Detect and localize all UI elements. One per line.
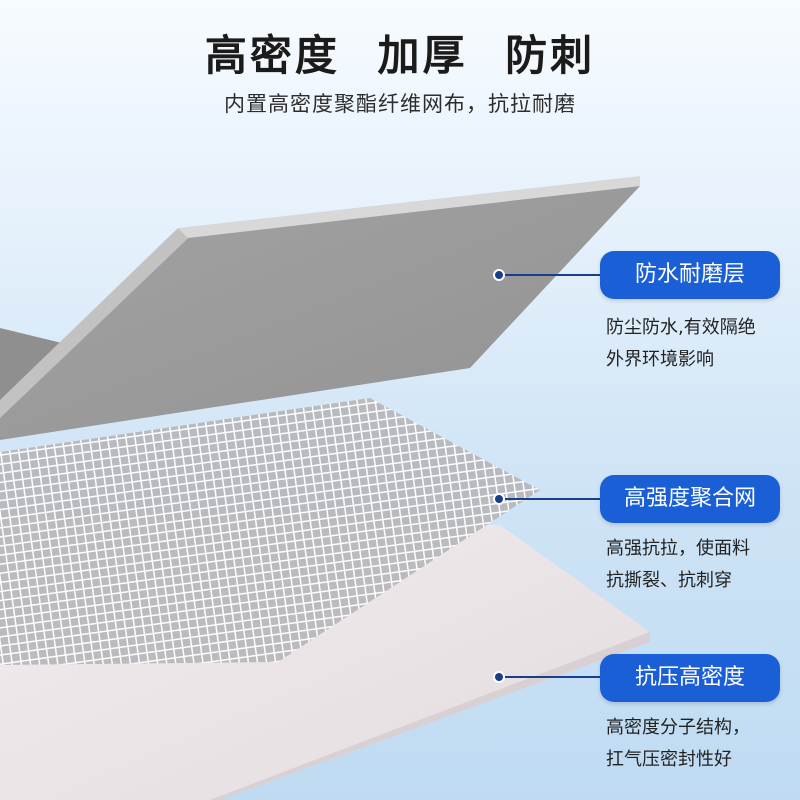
connector-dot-1 bbox=[493, 269, 505, 281]
desc-line: 外界环境影响 bbox=[606, 349, 714, 370]
headline: 高密度 加厚 防刺 bbox=[204, 31, 596, 80]
connector-line-1 bbox=[498, 274, 602, 276]
layer-label-mesh: 高强度聚合网 bbox=[600, 475, 780, 523]
desc-line: 扛气压密封性好 bbox=[606, 749, 732, 770]
connector-dot-3 bbox=[493, 671, 505, 683]
desc-line: 防尘防水,有效隔绝 bbox=[606, 317, 756, 338]
layer-desc-waterproof: 防尘防水,有效隔绝 外界环境影响 bbox=[606, 312, 796, 376]
layer-desc-compression: 高密度分子结构， 扛气压密封性好 bbox=[606, 712, 796, 776]
top-layer bbox=[0, 176, 640, 440]
subline: 内置高密度聚酯纤维网布，抗拉耐磨 bbox=[224, 92, 576, 116]
connector-line-3 bbox=[498, 676, 602, 678]
mesh-layer bbox=[0, 398, 540, 665]
layer-desc-mesh: 高强抗拉，使面料 抗撕裂、抗刺穿 bbox=[606, 533, 796, 597]
desc-line: 高密度分子结构， bbox=[606, 717, 750, 738]
desc-line: 高强抗拉，使面料 bbox=[606, 538, 750, 559]
layer-label-compression: 抗压高密度 bbox=[600, 654, 780, 702]
connector-line-2 bbox=[498, 498, 602, 500]
connector-dot-2 bbox=[493, 493, 505, 505]
desc-line: 抗撕裂、抗刺穿 bbox=[606, 570, 732, 591]
layer-label-waterproof: 防水耐磨层 bbox=[600, 251, 780, 299]
